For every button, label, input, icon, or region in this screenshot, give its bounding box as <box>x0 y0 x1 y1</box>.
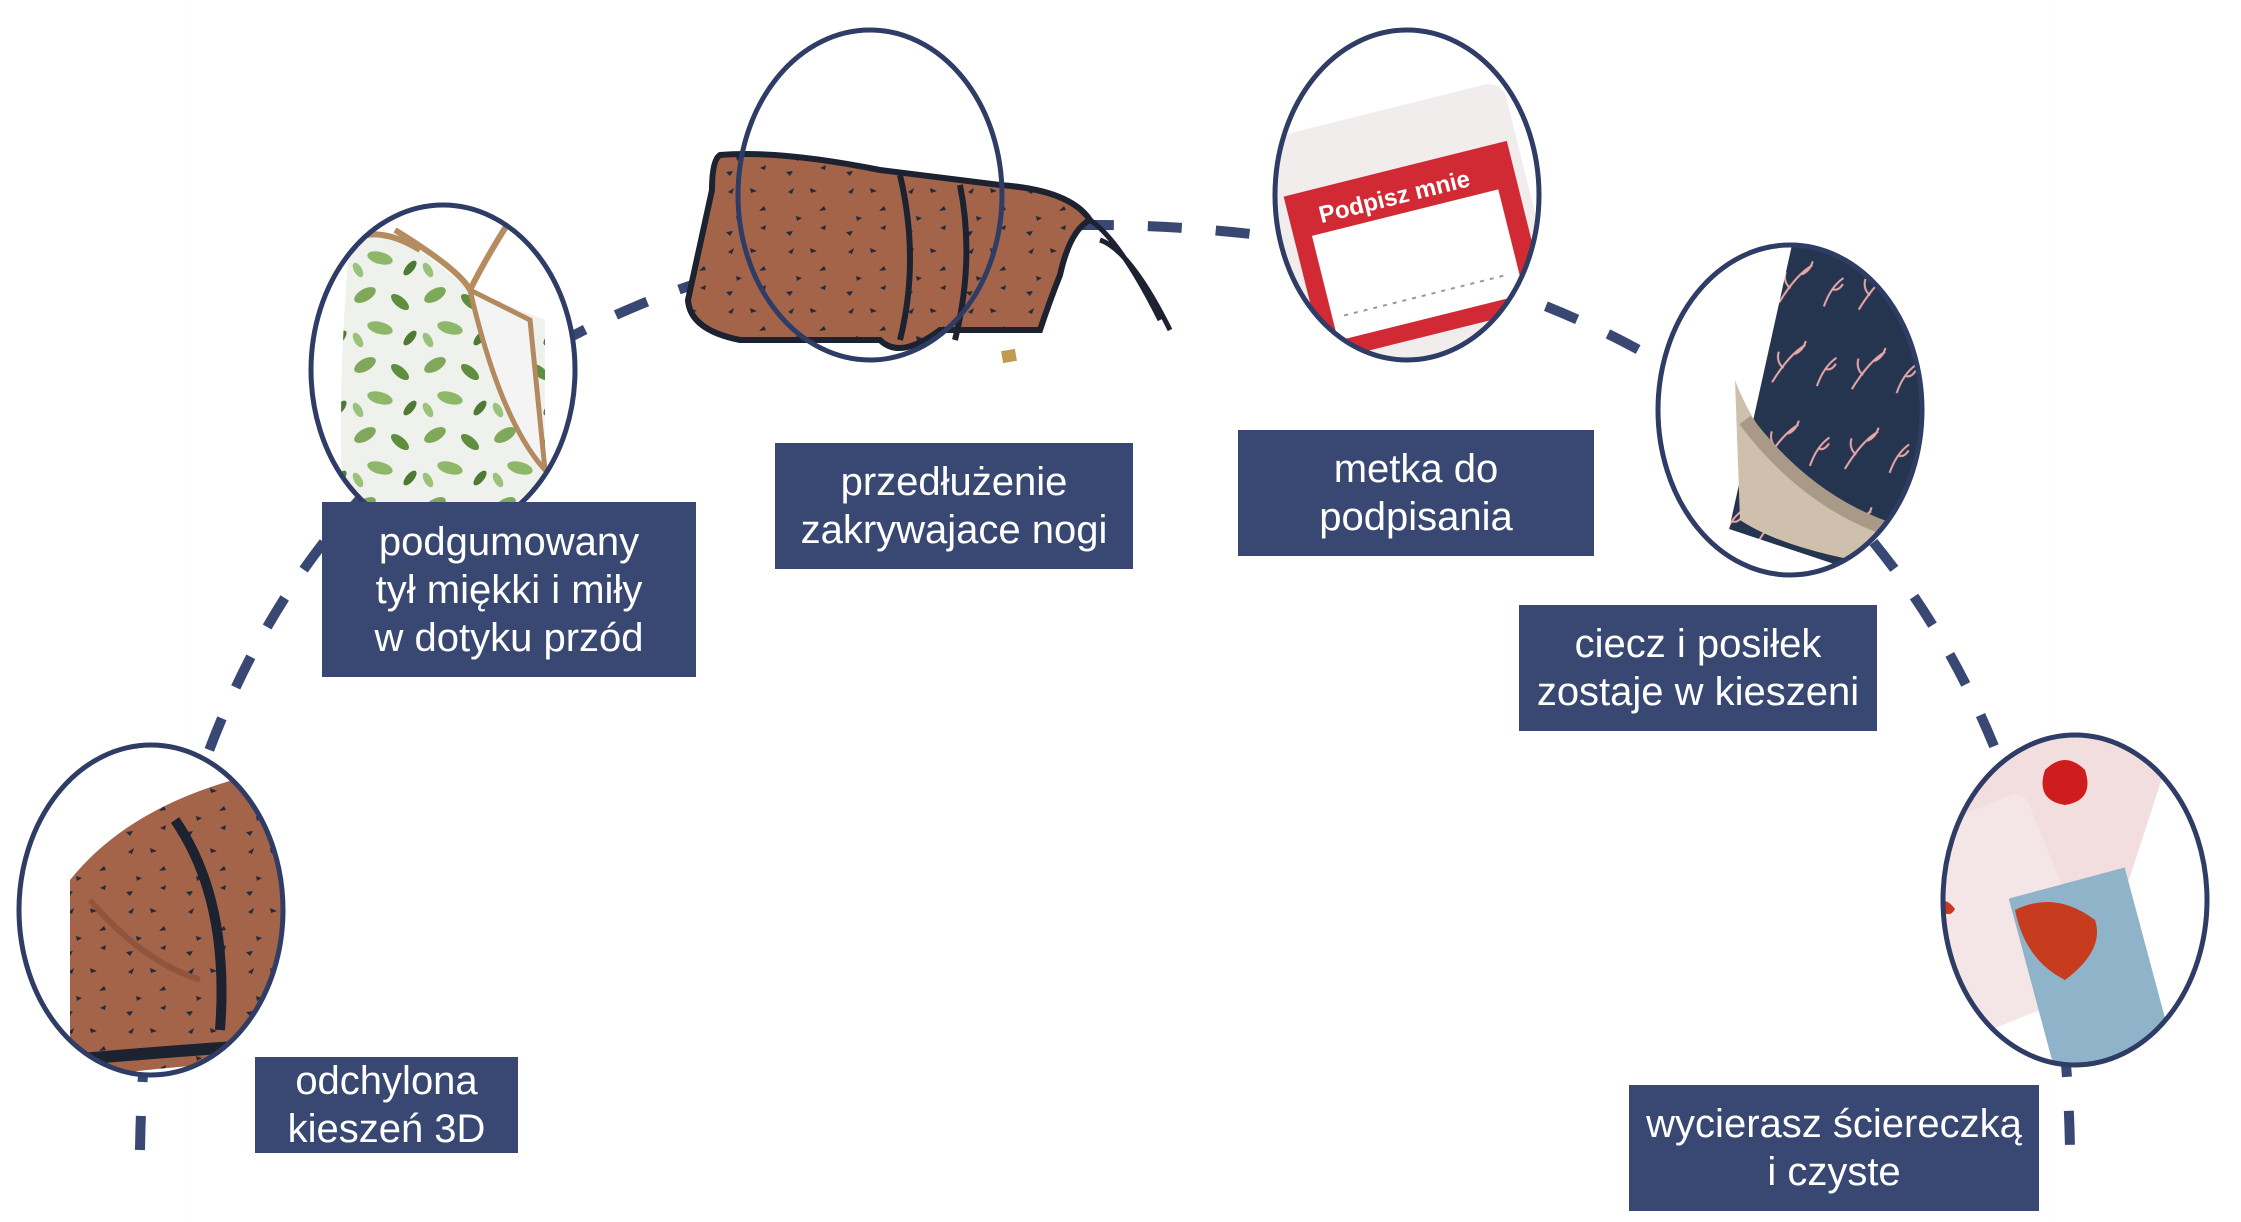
photo-leaves-bib <box>341 205 549 535</box>
label-step-5-line-2: zostaje w kieszeni <box>1536 670 1860 714</box>
label-step-3-line-1: przedłużenie <box>840 460 1068 504</box>
label-step-6: wycierasz ściereczką i czyste <box>1629 1085 2039 1211</box>
circle-step-6 <box>1940 732 2210 1068</box>
label-step-3-line-2: zakrywajace nogi <box>800 508 1108 552</box>
circle-step-3 <box>735 27 1005 363</box>
label-step-4-line-1: metka do <box>1333 447 1499 491</box>
label-step-1-line-1: odchylona <box>295 1059 478 1103</box>
photo-extension-bib <box>684 151 1173 364</box>
tag-card-brand: SafeBa <box>1542 231 1572 288</box>
label-step-2-line-3: w dotyku przód <box>374 615 644 660</box>
label-step-2-line-2: tył miękki i miły <box>375 567 643 612</box>
label-step-5: ciecz i posiłek zostaje w kieszeni <box>1519 605 1877 731</box>
photo-wipe-clean <box>1943 735 2172 1065</box>
label-step-4: metka do podpisania <box>1238 430 1594 556</box>
label-step-1-line-2: kieszeń 3D <box>287 1107 486 1151</box>
circle-step-1 <box>16 742 286 1078</box>
circle-step-4 <box>1272 27 1542 363</box>
label-step-2: podgumowany tył miękki i miły w dotyku p… <box>322 502 696 677</box>
circle-step-5 <box>1655 242 1925 578</box>
label-step-1: odchylona kieszeń 3D <box>255 1057 518 1153</box>
label-step-6-line-2: i czyste <box>1767 1150 1901 1194</box>
label-step-2-line-1: podgumowany <box>378 519 640 564</box>
label-step-5-line-1: ciecz i posiłek <box>1574 622 1822 666</box>
label-step-6-line-1: wycierasz ściereczką <box>1646 1102 2022 1146</box>
label-step-3: przedłużenie zakrywajace nogi <box>775 443 1133 569</box>
label-step-4-line-2: podpisania <box>1319 495 1513 539</box>
